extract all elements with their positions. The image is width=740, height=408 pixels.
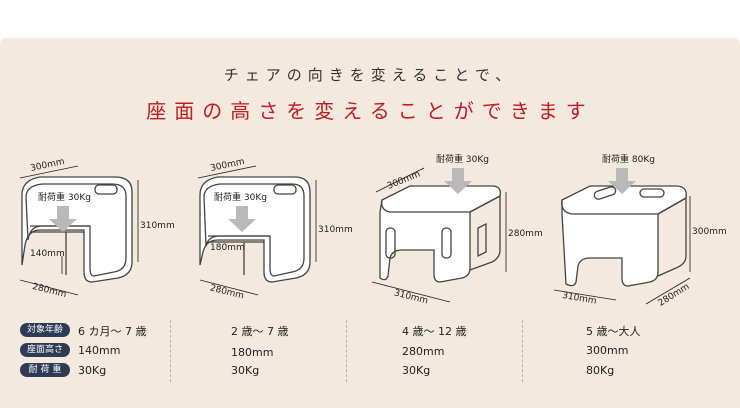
spec-4-age: 5 歳〜大人	[586, 325, 641, 338]
spec-3-age: 4 歳〜 12 歳	[402, 325, 467, 338]
chair-3-illustration	[379, 185, 501, 283]
chair-2-height-label: 310mm	[318, 225, 353, 235]
chair-2-width-label: 300mm	[209, 157, 245, 174]
chair-4-width-label: 310mm	[561, 291, 597, 307]
chair-2-depth-label: 280mm	[209, 283, 245, 301]
row-label-age: 対象年齢	[20, 323, 70, 337]
spec-1-seat-height: 140mm	[78, 344, 121, 357]
chair-2-load-label: 耐荷重 30Kg	[214, 191, 267, 203]
chair-2-illustration	[199, 176, 311, 283]
spec-1-load: 30Kg	[78, 364, 107, 377]
row-label-load: 耐 荷 重	[20, 363, 70, 377]
chair-4-height-label: 300mm	[692, 227, 727, 237]
column-divider	[346, 320, 347, 382]
spec-2-load: 30Kg	[231, 364, 260, 377]
column-divider	[170, 320, 171, 382]
chair-3-height-label: 280mm	[508, 229, 543, 239]
headline-line1: チェアの向きを変えることで、	[223, 66, 517, 84]
column-divider	[522, 320, 523, 382]
headline-line2: 座面の高さを変えることができます	[146, 99, 594, 123]
chair-1-height-label: 310mm	[140, 221, 175, 231]
spec-4-seat-height: 300mm	[586, 344, 629, 357]
chair-4-depth-label: 280mm	[657, 282, 692, 309]
spec-3-load: 30Kg	[402, 364, 431, 377]
chair-1-depth-label: 280mm	[31, 282, 67, 300]
chair-1-illustration	[21, 176, 133, 283]
chair-3-load-label: 耐荷重 30Kg	[436, 153, 489, 165]
row-label-seat-height: 座面高さ	[20, 343, 70, 357]
chair-4-load-label: 耐荷重 80Kg	[602, 153, 655, 165]
chair-2-seat-label: 180mm	[210, 243, 245, 253]
chair-1-seat-label: 140mm	[30, 249, 65, 259]
spec-1-age: 6 カ月〜 7 歳	[78, 325, 147, 338]
chair-4-illustration	[561, 185, 687, 287]
spec-3-seat-height: 280mm	[402, 345, 445, 358]
spec-2-age: 2 歳〜 7 歳	[231, 325, 289, 338]
chair-1-load-label: 耐荷重 30Kg	[38, 191, 91, 203]
chair-3-depth-label: 310mm	[393, 288, 429, 306]
chair-1-width-label: 300mm	[29, 157, 65, 174]
spec-4-load: 80Kg	[586, 364, 615, 377]
spec-2-seat-height: 180mm	[231, 346, 274, 359]
